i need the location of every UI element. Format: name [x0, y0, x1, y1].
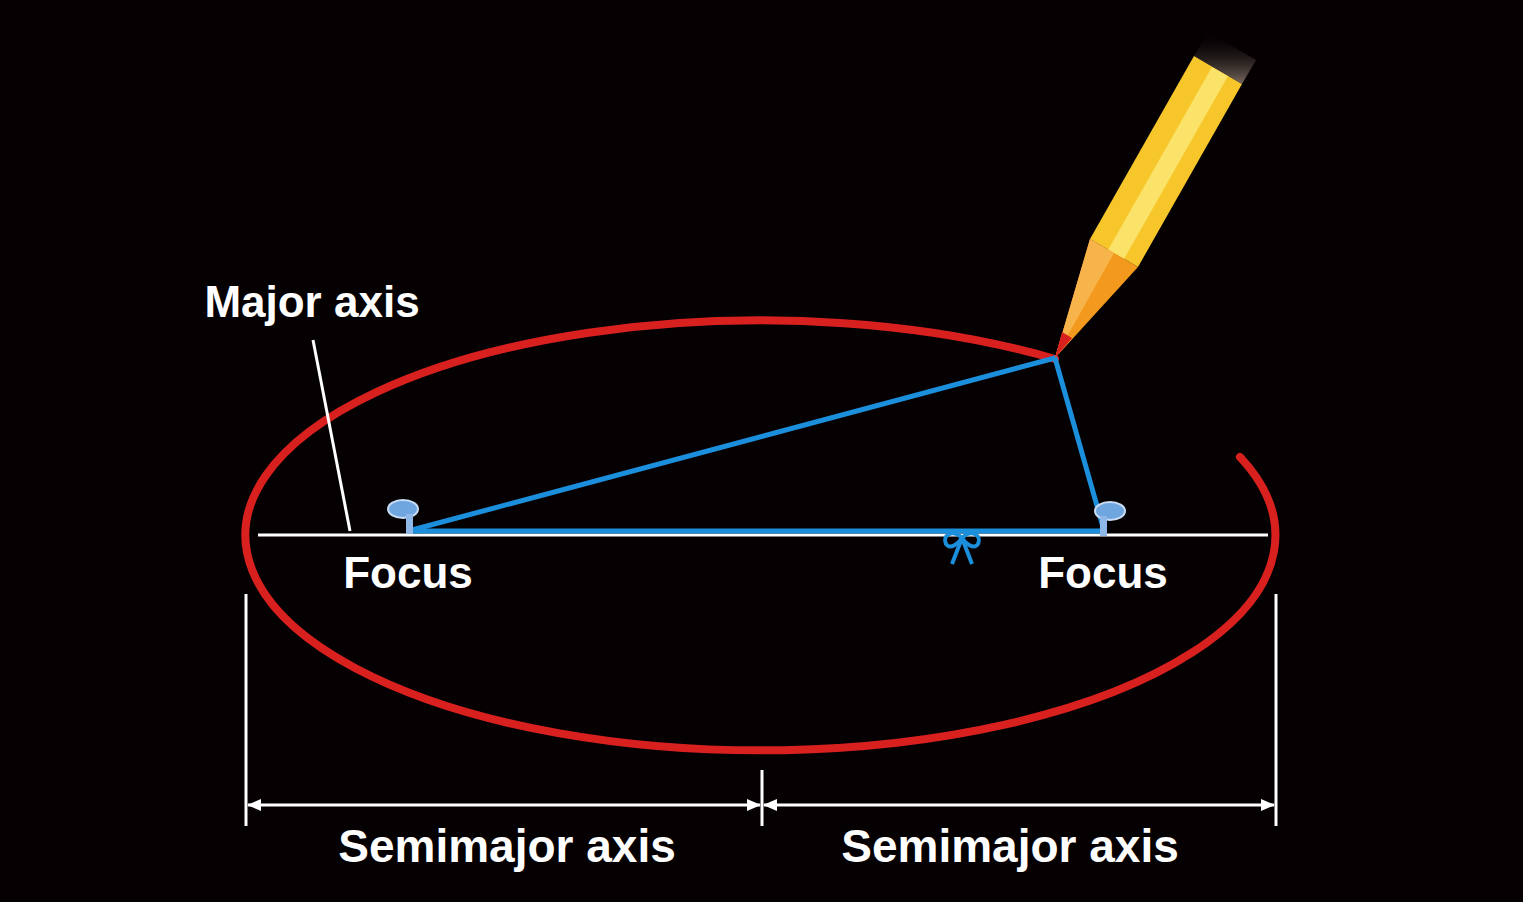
string-knot: [945, 533, 979, 564]
pin: [1095, 502, 1125, 536]
dimension-label: Semimajor axis: [338, 823, 676, 869]
dimension-label: Semimajor axis: [841, 823, 1179, 869]
focus-label: Focus: [1038, 551, 1168, 595]
leader-line: [313, 340, 350, 531]
ellipse-curve: [245, 320, 1275, 750]
dimension-bracket: [246, 594, 1276, 826]
string: [412, 358, 1103, 530]
pin: [388, 500, 418, 534]
axis-label: Major axis: [204, 280, 419, 324]
string: [412, 529, 1103, 534]
focus-label: Focus: [343, 551, 473, 595]
pencil: [1055, 32, 1256, 358]
